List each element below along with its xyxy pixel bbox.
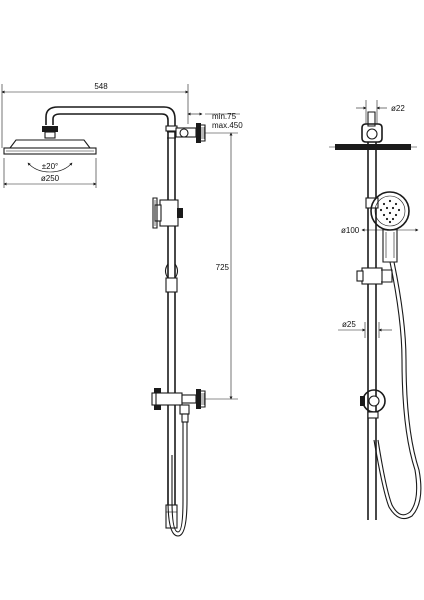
dimension-total-width: 548 — [1, 82, 189, 148]
handshower-slider — [152, 197, 183, 229]
shower-arm — [42, 106, 176, 139]
dimension-tilt-angle: ±20° — [27, 162, 73, 173]
side-bottom-diverter — [360, 389, 386, 419]
dimension-arm-diameter: ø22 — [356, 100, 405, 124]
dimension-handshower-diameter: ø100 — [341, 226, 419, 235]
bar-diameter-label: ø25 — [342, 320, 356, 329]
riser-height-label: 725 — [216, 263, 230, 272]
handshower-diameter-label: ø100 — [341, 226, 360, 235]
side-hose — [373, 261, 422, 520]
dimension-wall-offset: min.75 max.450 — [187, 112, 243, 130]
top-wall-bracket — [175, 123, 206, 143]
total-width-label: 548 — [94, 82, 108, 91]
head-diameter-label: ø250 — [41, 174, 60, 183]
overhead-shower-head — [3, 139, 97, 155]
arm-diameter-label: ø22 — [391, 104, 405, 113]
side-view: ø22 — [329, 100, 422, 520]
side-shower-head — [329, 111, 417, 150]
front-view: 548 ±20° ø250 — [1, 82, 243, 537]
wall-offset-min-label: min.75 — [212, 112, 237, 121]
shower-hose — [167, 422, 188, 537]
dimension-riser-height: 725 — [205, 132, 238, 400]
bottom-diverter — [151, 388, 206, 423]
tilt-angle-label: ±20° — [42, 162, 59, 171]
handshower-nozzles — [379, 199, 401, 224]
wall-offset-max-label: max.450 — [212, 121, 243, 130]
dimension-head-diameter: ø250 — [3, 158, 97, 188]
side-slider — [356, 267, 393, 285]
dimension-bar-diameter: ø25 — [338, 320, 392, 338]
